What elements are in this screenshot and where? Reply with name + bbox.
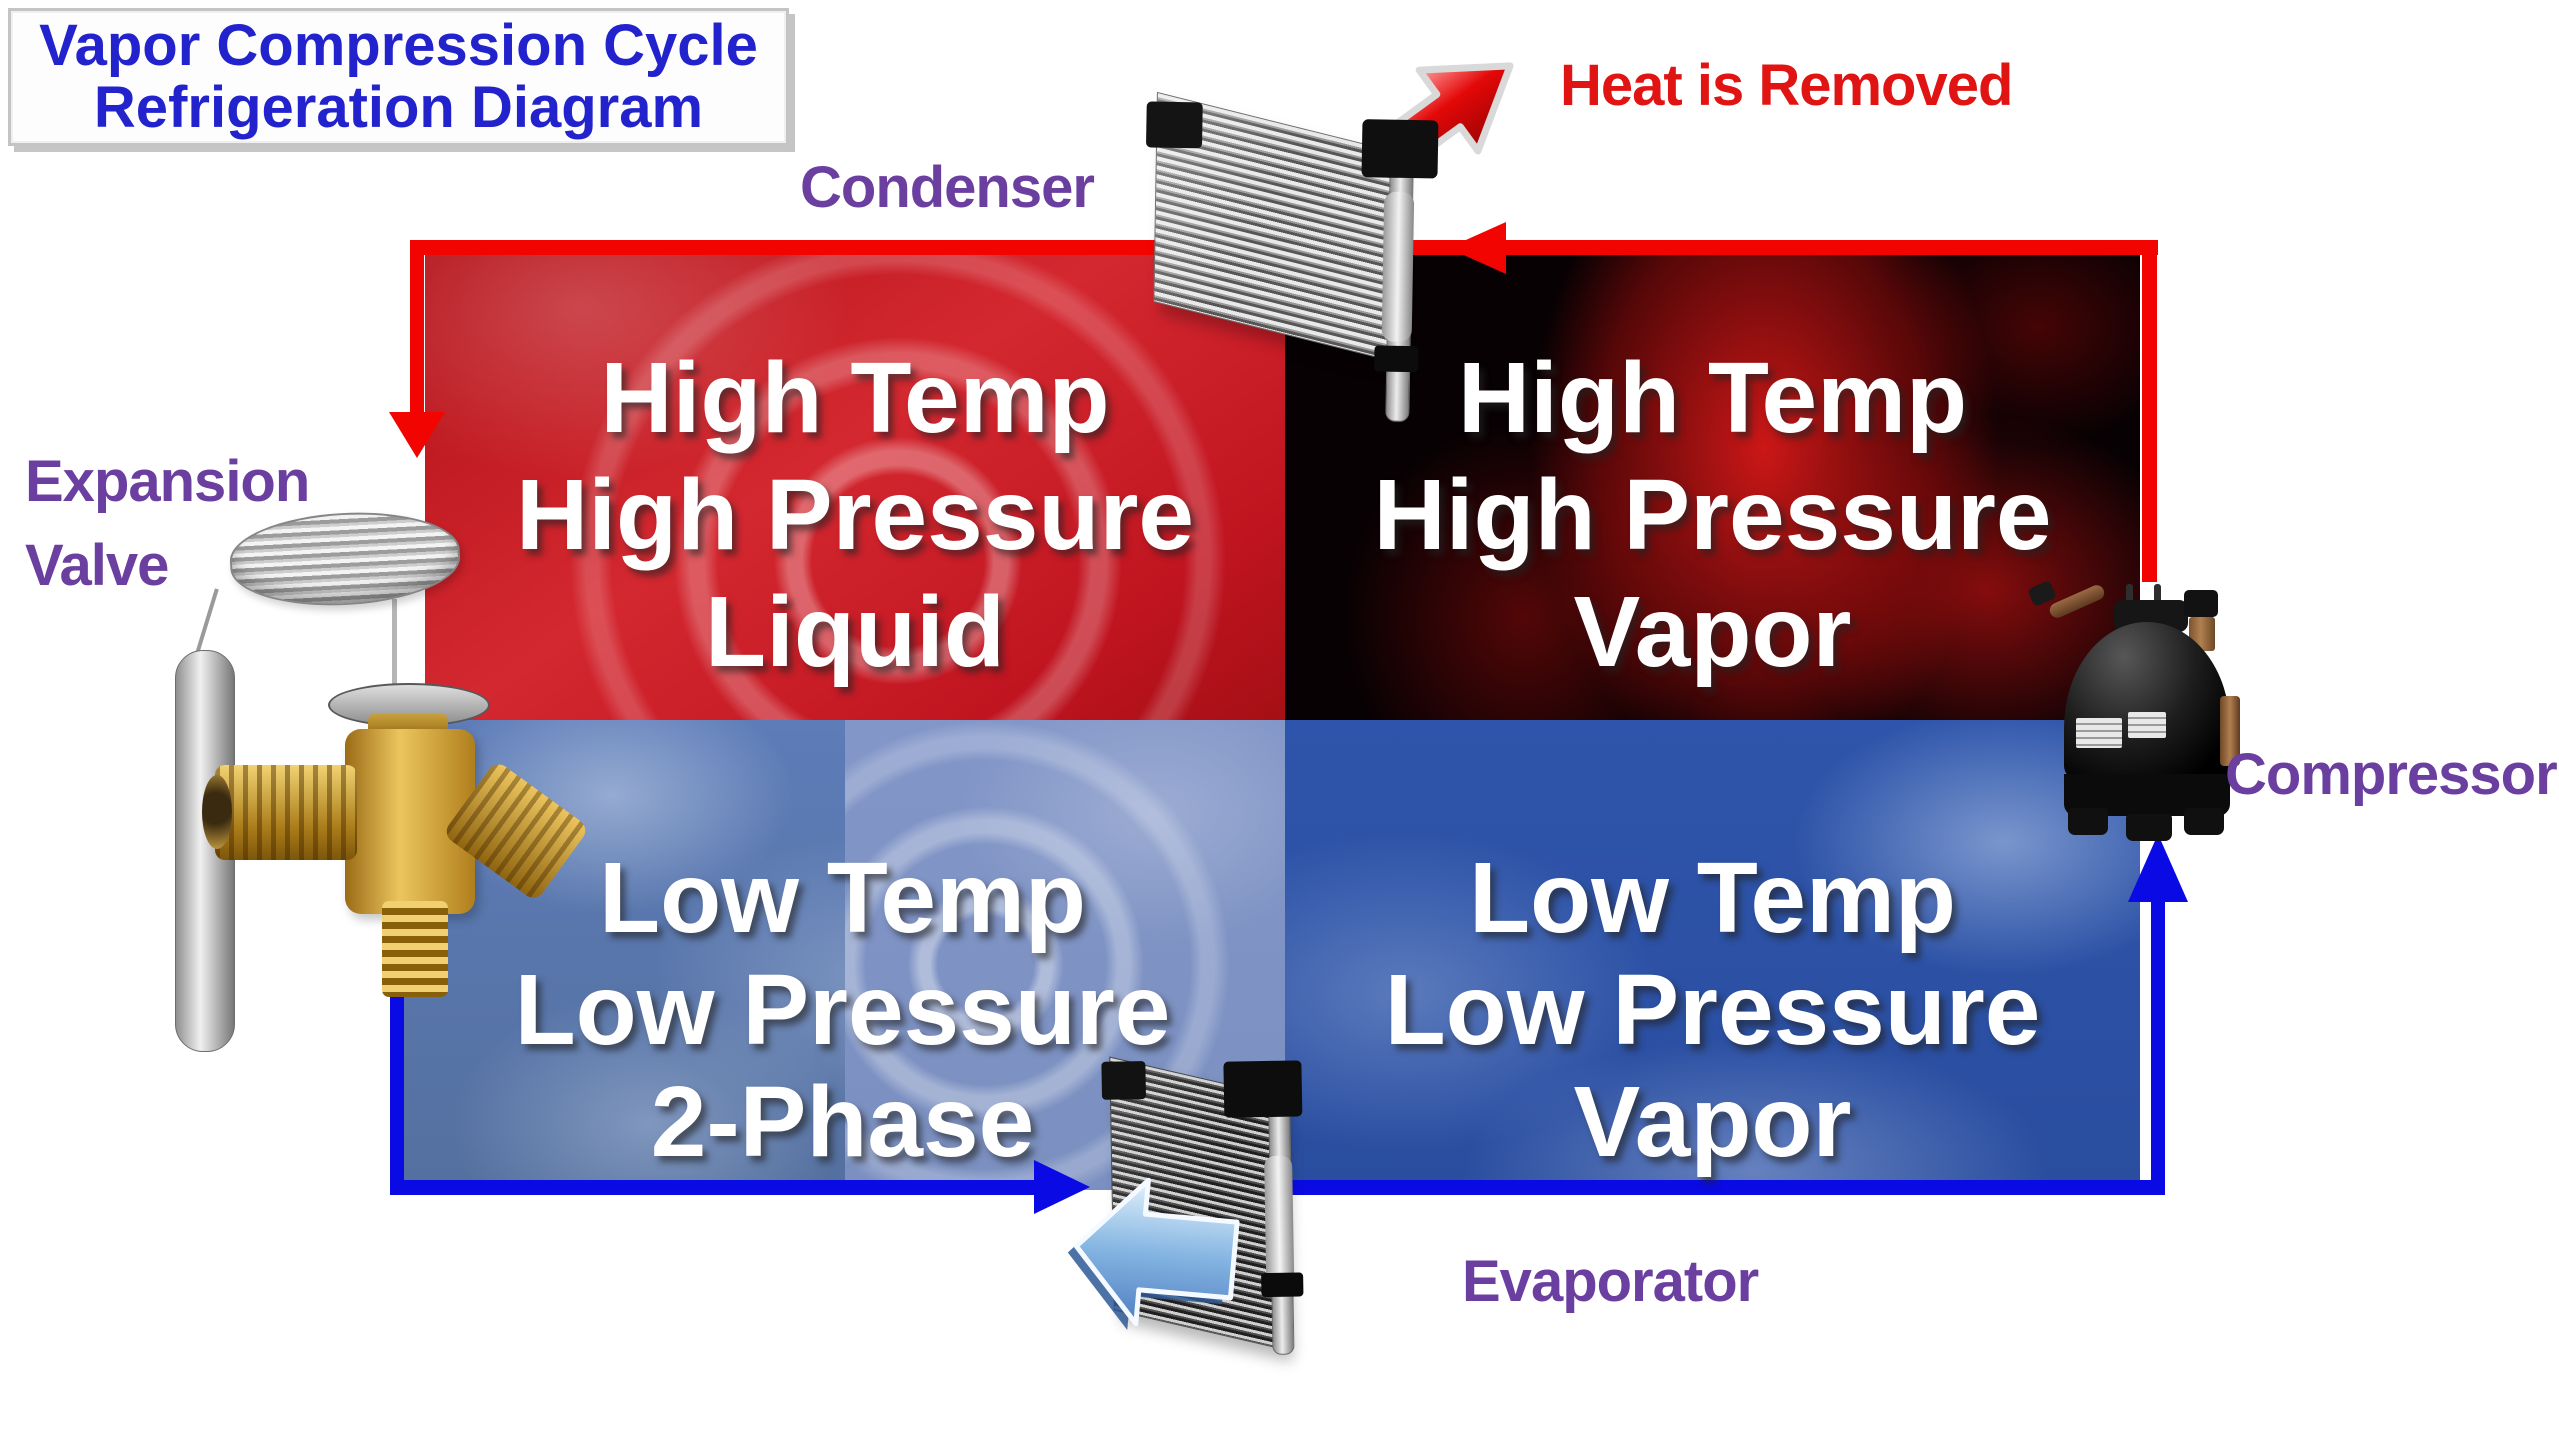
diagram-title-line2: Refrigeration Diagram	[93, 75, 704, 140]
evaporator-clamp-icon	[1261, 1272, 1304, 1298]
expansion-valve-icon	[140, 505, 590, 1070]
caption-low-pressure-2phase: Low Temp Low Pressure 2-Phase	[400, 720, 1285, 1178]
caption-line: Low Temp	[1468, 842, 1956, 954]
cold-arrow-right-icon	[1034, 1160, 1090, 1214]
compressor-label: Compressor	[2225, 742, 2558, 807]
quadrant-low-pressure-vapor	[1285, 720, 2140, 1190]
caption-line: High Temp	[600, 342, 1110, 454]
hot-arrow-left-icon	[1448, 222, 1506, 274]
compressor-side-fitting	[2220, 696, 2240, 766]
compressor-icon	[2027, 578, 2244, 842]
diagram-title: Vapor Compression Cycle Refrigeration Di…	[8, 8, 789, 146]
condenser-receiver-drier	[1381, 191, 1415, 343]
expansion-valve-label-line1: Expansion	[25, 449, 310, 514]
condenser-coil-icon	[1145, 91, 1440, 423]
caption-line: Vapor	[1573, 1066, 1852, 1178]
caption-line: Low Temp	[598, 842, 1086, 954]
caption-line: Liquid	[705, 576, 1005, 688]
compressor-label-sticker	[2076, 718, 2122, 748]
compressor-port	[2184, 590, 2218, 617]
diagram-title-line1: Vapor Compression Cycle	[39, 13, 758, 78]
evaporator-bracket-icon	[1223, 1060, 1303, 1118]
cold-pipe-bottom-left	[390, 1180, 1040, 1195]
caption-line: Low Pressure	[1384, 954, 2041, 1066]
caption-line: Low Pressure	[514, 954, 1171, 1066]
hot-arrow-down-icon	[389, 412, 445, 458]
quadrant-high-pressure-liquid	[425, 252, 1285, 720]
caption-line: High Pressure	[1373, 459, 2052, 571]
caption-high-pressure-vapor: High Temp High Pressure Vapor	[1285, 252, 2140, 691]
valve-stem	[392, 599, 397, 693]
compressor-body	[2064, 622, 2230, 782]
compressor-post	[2126, 584, 2133, 612]
valve-left-bore	[202, 775, 232, 849]
hot-pipe-left	[410, 240, 424, 416]
cold-pipe-right	[2151, 900, 2165, 1195]
valve-bottom-thread	[382, 901, 448, 997]
expansion-valve-label-line2: Valve	[25, 533, 169, 598]
hot-pipe-right	[2142, 240, 2157, 582]
valve-left-fitting	[215, 765, 357, 860]
condenser-clamp-icon	[1374, 345, 1419, 373]
caption-low-pressure-vapor: Low Temp Low Pressure Vapor	[1285, 720, 2140, 1178]
caption-line: High Temp	[1457, 342, 1968, 454]
evaporator-label: Evaporator	[1462, 1249, 1759, 1314]
compressor-label-sticker	[2128, 712, 2166, 738]
cold-pipe-bottom-right	[1268, 1180, 2165, 1195]
compressor-foot	[2068, 808, 2108, 835]
cold-arrow-up-icon	[2128, 834, 2188, 902]
refrigerant-flow-arrow-icon	[1060, 1151, 1248, 1357]
caption-line: Vapor	[1573, 576, 1852, 688]
evaporator-accumulator	[1264, 1155, 1295, 1292]
condenser-label: Condenser	[800, 155, 1095, 220]
compressor-foot	[2126, 814, 2172, 841]
caption-line: High Pressure	[515, 459, 1195, 571]
heat-removed-label: Heat is Removed	[1560, 53, 2013, 118]
evaporator-bracket-icon	[1101, 1061, 1147, 1100]
cold-pipe-left	[390, 938, 404, 1195]
caption-line: 2-Phase	[650, 1066, 1035, 1178]
expansion-valve-label: Expansion Valve	[25, 440, 310, 608]
quadrant-high-pressure-vapor	[1285, 252, 2140, 720]
condenser-bracket-icon	[1145, 101, 1203, 149]
caption-high-pressure-liquid: High Temp High Pressure Liquid	[425, 252, 1285, 691]
compressor-foot	[2184, 808, 2224, 835]
condenser-bracket-icon	[1361, 119, 1439, 179]
compressor-post	[2154, 584, 2161, 612]
